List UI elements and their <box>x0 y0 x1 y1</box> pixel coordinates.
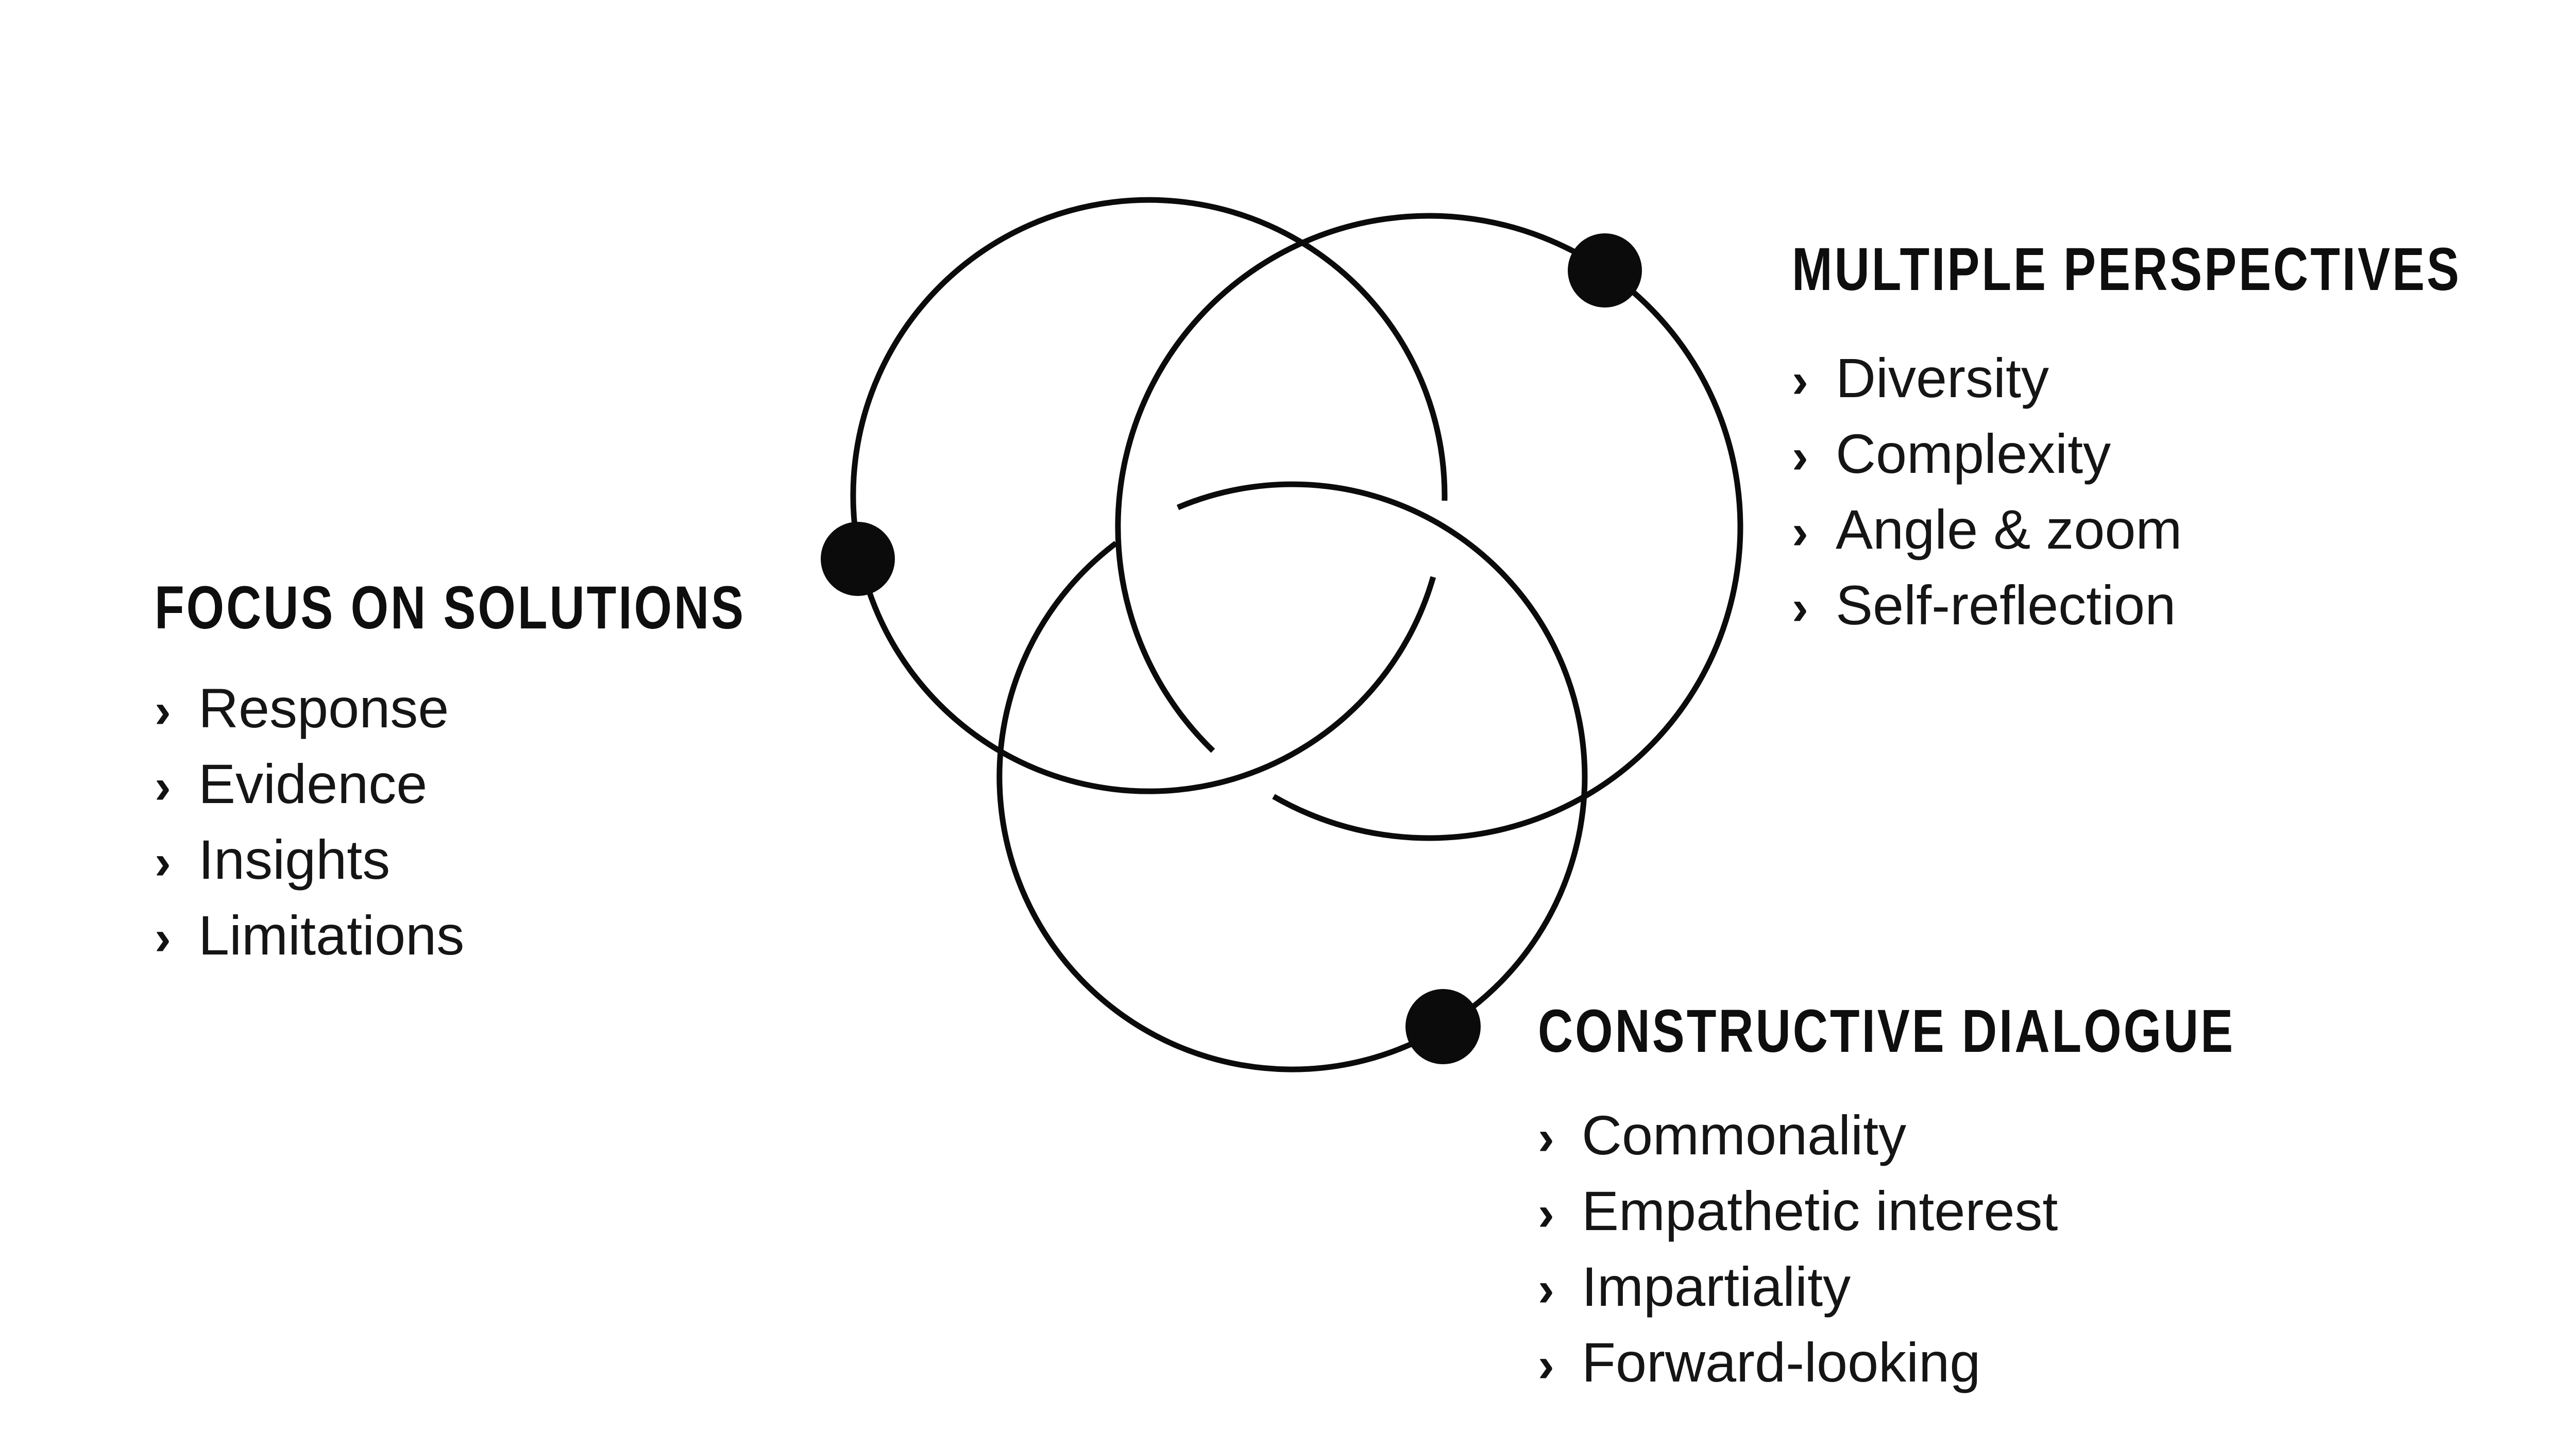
list-item: › Self-reflection <box>1792 569 2576 644</box>
list-item: › Empathetic interest <box>1538 1174 2410 1250</box>
list-item-label: Commonality <box>1582 1104 1907 1166</box>
list-item: › Evidence <box>155 747 893 823</box>
list-item-label: Response <box>198 677 449 739</box>
chevron-bullet-icon: › <box>155 910 171 965</box>
list-item: › Limitations <box>155 899 893 975</box>
perspectives-ring <box>1115 213 1743 841</box>
chevron-bullet-icon: › <box>1538 1110 1554 1165</box>
list-item-label: Angle & zoom <box>1836 498 2182 560</box>
chevron-bullet-icon: › <box>1538 1337 1554 1392</box>
chevron-bullet-icon: › <box>1792 429 1808 484</box>
list-item-label: Evidence <box>198 753 428 815</box>
perspectives-dot <box>1568 233 1642 308</box>
list-item-label: Insights <box>198 828 391 891</box>
list-item-label: Forward-looking <box>1582 1331 1981 1393</box>
list-item-label: Impartiality <box>1582 1255 1851 1318</box>
bullet-list: › Response › Evidence › Insights › Limitations <box>155 672 893 975</box>
list-item: › Impartiality <box>1538 1250 2410 1326</box>
solutions-dot <box>821 522 895 596</box>
section-title: FOCUS ON SOLUTIONS <box>155 574 746 642</box>
chevron-bullet-icon: › <box>1792 580 1808 635</box>
list-item-label: Complexity <box>1836 422 2111 485</box>
list-item: › Complexity <box>1792 417 2576 493</box>
chevron-bullet-icon: › <box>155 683 171 738</box>
list-item-label: Diversity <box>1836 347 2049 409</box>
section-multiple-perspectives: MULTIPLE PERSPECTIVES ›Diversity›Complex… <box>1792 239 2576 644</box>
section-constructive-dialogue: CONSTRUCTIVE DIALOGUE ›Commonality›Empat… <box>1538 1001 2410 1402</box>
list-item: › Forward-looking <box>1538 1326 2410 1402</box>
chevron-bullet-icon: › <box>1538 1186 1554 1241</box>
list-item: › Diversity <box>1792 342 2576 417</box>
chevron-bullet-icon: › <box>1538 1262 1554 1317</box>
dialogue-ring <box>996 481 1588 1072</box>
list-item: › Insights <box>155 823 893 899</box>
bullet-list: › Commonality › Empathetic interest › Imparti… <box>1538 1099 2410 1402</box>
solutions-ring <box>850 197 1448 794</box>
list-item-label: Empathetic interest <box>1582 1180 2058 1242</box>
list-item-label: Limitations <box>198 904 465 966</box>
list-item: › Commonality <box>1538 1099 2410 1174</box>
section-title: MULTIPLE PERSPECTIVES <box>1792 235 2462 303</box>
section-focus-on-solutions: FOCUS ON SOLUTIONS › Response › Evidence › In… <box>155 577 893 975</box>
section-title: CONSTRUCTIVE DIALOGUE <box>1538 997 2235 1065</box>
chevron-bullet-icon: › <box>1792 504 1808 559</box>
bullet-list: › Diversity › Complexity › Angle & zoom › Self-… <box>1792 342 2576 644</box>
dialogue-dot <box>1405 989 1481 1064</box>
chevron-bullet-icon: › <box>1792 353 1808 408</box>
chevron-bullet-icon: › <box>155 834 171 890</box>
chevron-bullet-icon: › <box>155 759 171 814</box>
list-item-label: Self-reflection <box>1836 574 2176 636</box>
list-item: › Response <box>155 672 893 747</box>
list-item: › Angle & zoom <box>1792 493 2576 569</box>
